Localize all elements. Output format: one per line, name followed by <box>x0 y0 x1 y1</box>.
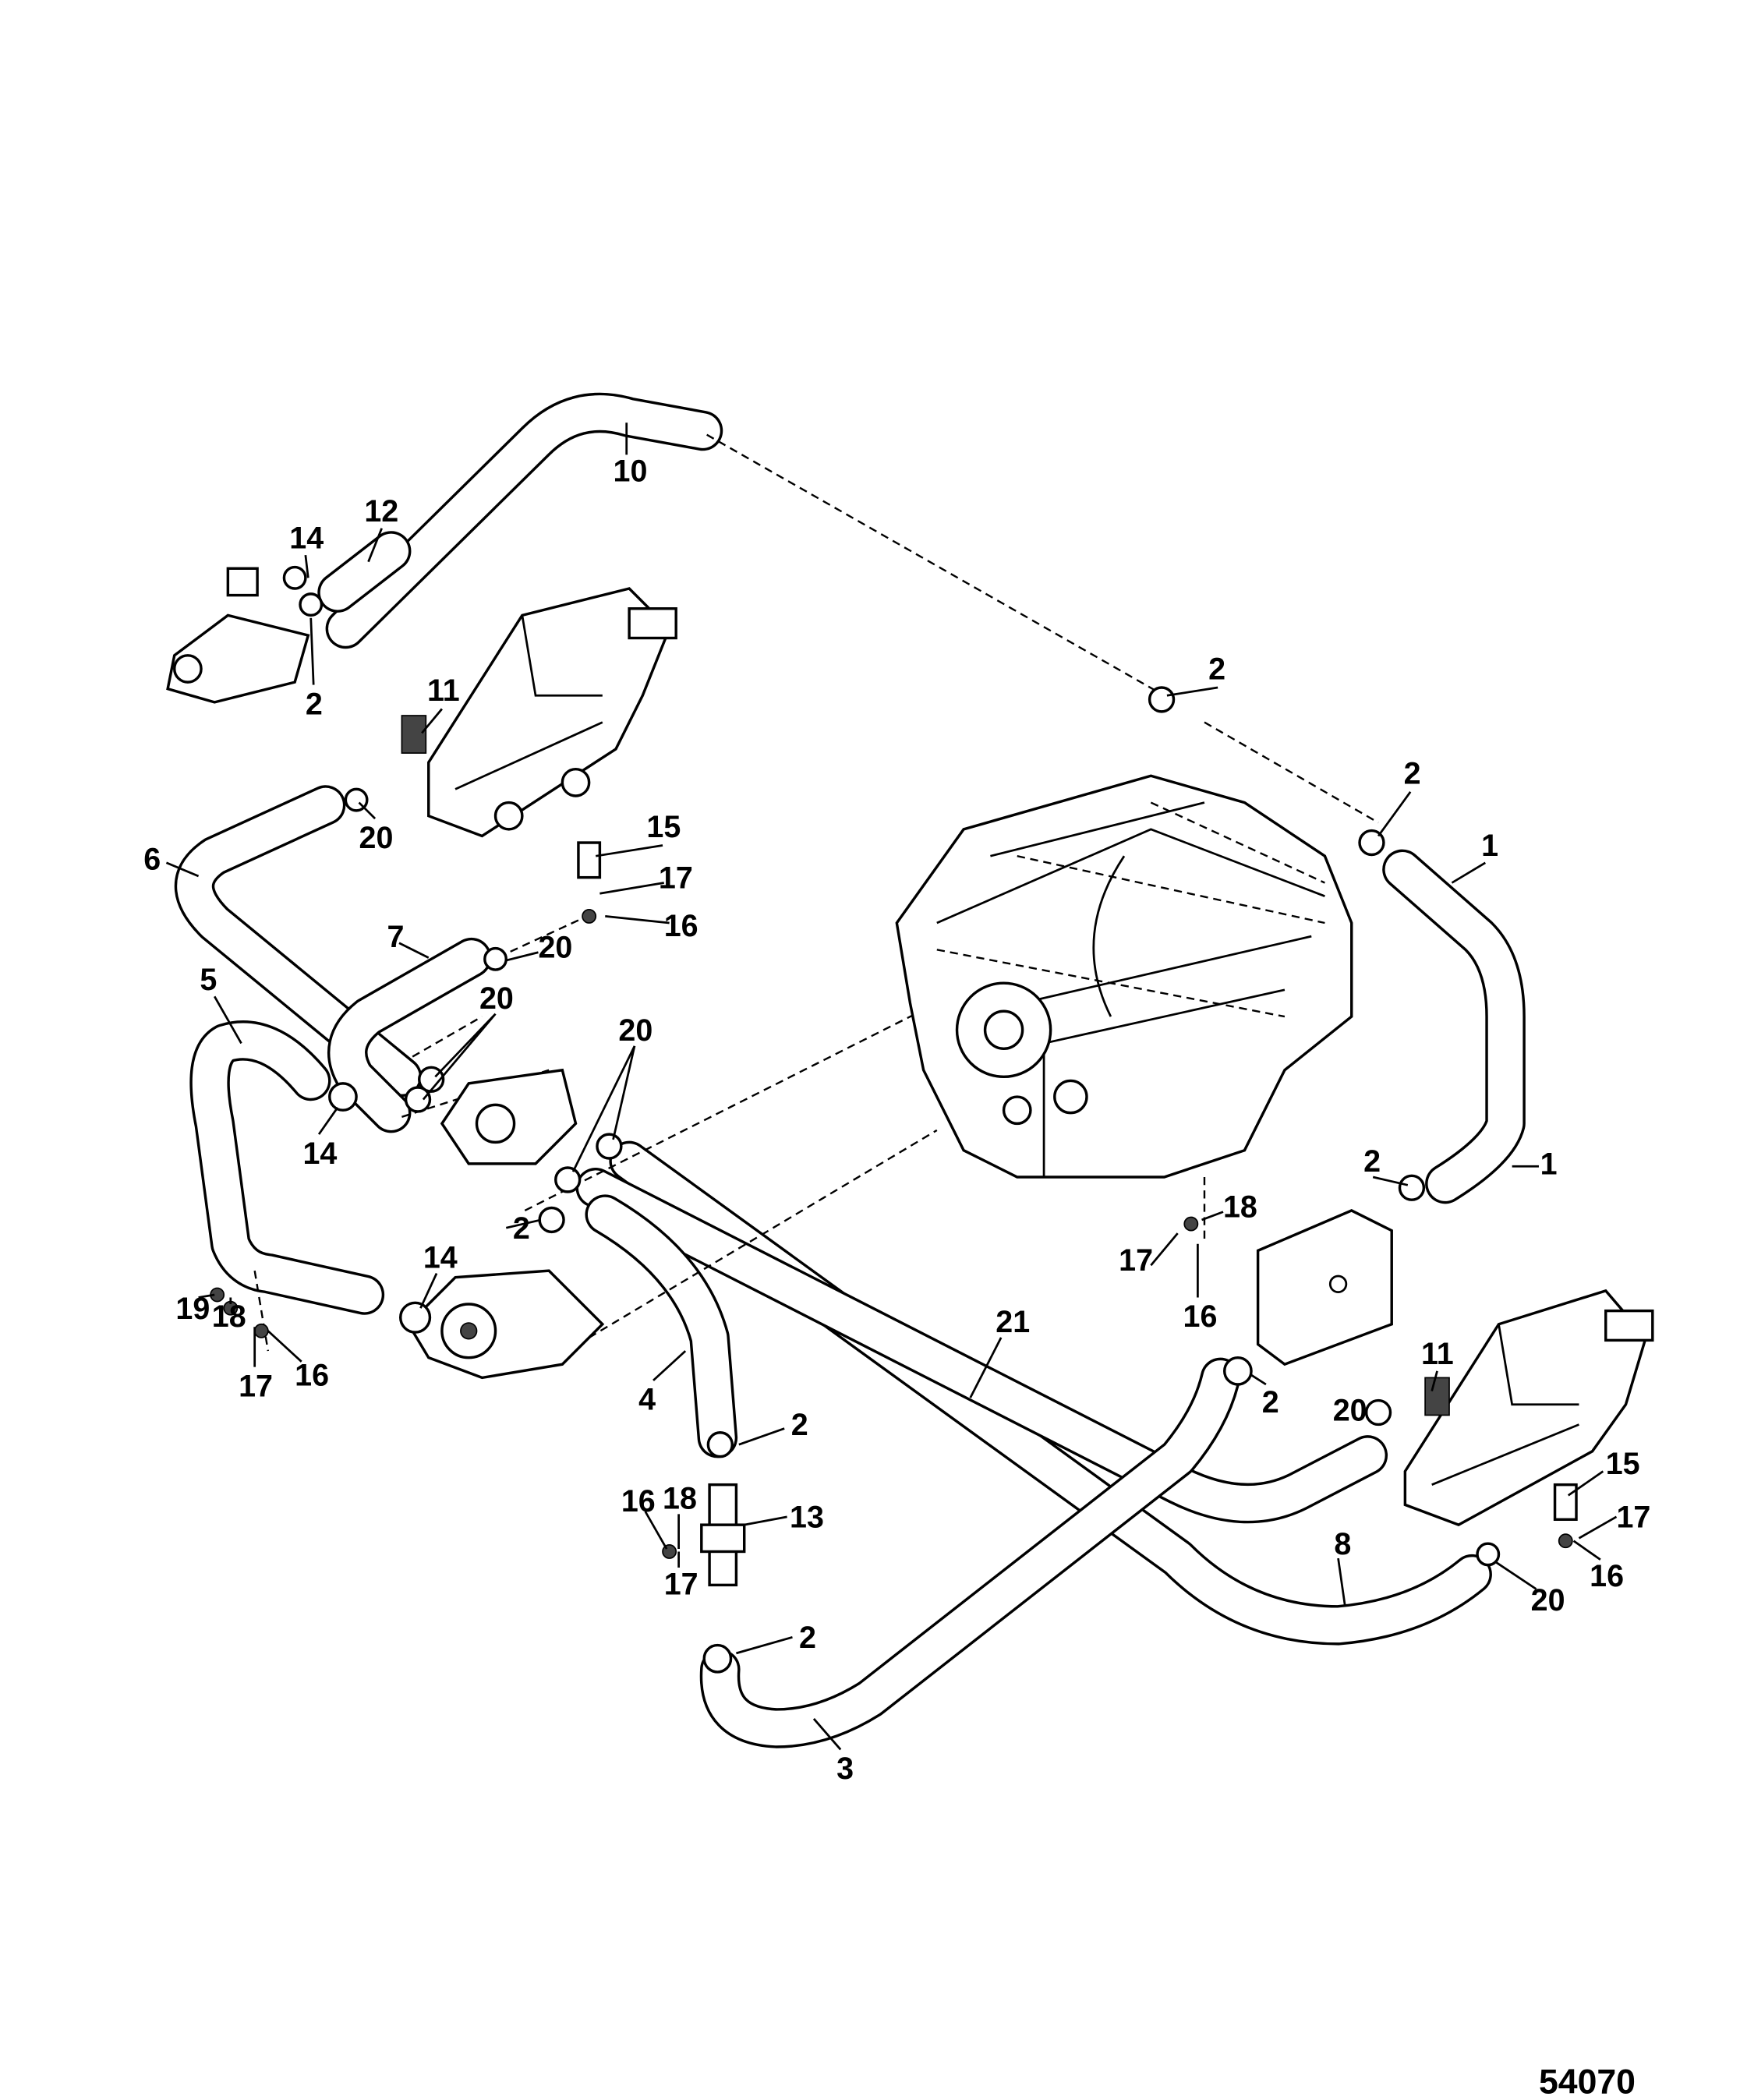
callout-11: 11 <box>1421 1337 1454 1371</box>
seawater-pump <box>166 567 310 704</box>
callout-18: 18 <box>212 1299 246 1334</box>
callout-2: 2 <box>1404 757 1421 791</box>
callout-15: 15 <box>646 810 681 844</box>
hose-clamps <box>210 565 1578 1674</box>
callout-2: 2 <box>1262 1385 1279 1419</box>
hose-3 <box>699 1357 1241 1748</box>
callout-12: 12 <box>364 494 398 529</box>
callout-3: 3 <box>836 1752 854 1786</box>
callout-5: 5 <box>200 963 217 997</box>
callout-6: 6 <box>143 842 161 876</box>
callout-18: 18 <box>1223 1190 1257 1224</box>
callout-10: 10 <box>614 454 648 489</box>
callout-2: 2 <box>513 1211 530 1246</box>
hose-4 <box>585 1194 738 1458</box>
callout-20: 20 <box>359 821 394 855</box>
callout-19: 19 <box>175 1292 210 1326</box>
callout-17: 17 <box>664 1567 698 1601</box>
callout-17: 17 <box>659 861 693 895</box>
callout-1: 1 <box>1540 1147 1558 1182</box>
water-pump <box>406 1269 605 1380</box>
exhaust-manifold-starboard <box>1403 1289 1654 1527</box>
callout-16: 16 <box>664 909 698 943</box>
hose-12 <box>317 531 412 613</box>
callout-2: 2 <box>799 1621 816 1655</box>
callout-16: 16 <box>1183 1299 1218 1334</box>
hose-5 <box>189 1020 385 1315</box>
callouts: 10 12 14 2 11 20 6 15 17 16 7 20 5 20 14… <box>143 454 1650 1786</box>
hose-7 <box>327 937 492 1133</box>
hose-10 <box>325 392 723 649</box>
callout-15: 15 <box>1606 1447 1640 1481</box>
callout-16: 16 <box>621 1484 656 1518</box>
callout-18: 18 <box>663 1482 697 1516</box>
hose-1 <box>1382 849 1526 1204</box>
thermostat-housing <box>440 1068 578 1165</box>
callout-2: 2 <box>1208 652 1225 687</box>
callout-14: 14 <box>289 521 324 556</box>
callout-17: 17 <box>239 1369 273 1403</box>
callout-20: 20 <box>618 1013 652 1048</box>
callout-4: 4 <box>638 1383 656 1417</box>
callout-2: 2 <box>306 687 323 721</box>
callout-7: 7 <box>387 920 405 954</box>
callout-21: 21 <box>996 1305 1030 1339</box>
callout-8: 8 <box>1334 1527 1351 1561</box>
callout-2: 2 <box>791 1408 808 1442</box>
hose-6 <box>174 785 423 1098</box>
callout-16: 16 <box>1590 1559 1624 1593</box>
figure-number: 54070 <box>1539 2063 1636 2100</box>
callout-13: 13 <box>790 1501 824 1535</box>
inline-fitting-13 <box>700 1483 746 1587</box>
hose-8 <box>609 1140 1492 1646</box>
heat-exchanger <box>1256 1209 1393 1366</box>
callout-11: 11 <box>427 673 460 708</box>
callout-20: 20 <box>1531 1583 1565 1617</box>
engine-block <box>895 774 1353 1179</box>
callout-20: 20 <box>479 981 514 1016</box>
callout-14: 14 <box>423 1241 458 1275</box>
callout-17: 17 <box>1616 1501 1650 1535</box>
callout-1: 1 <box>1481 829 1498 863</box>
callout-17: 17 <box>1119 1243 1153 1278</box>
callout-20: 20 <box>538 931 572 965</box>
callout-20: 20 <box>1333 1393 1367 1427</box>
hose-21 <box>575 1168 1388 1524</box>
exhaust-manifold-port <box>427 587 677 838</box>
callout-2: 2 <box>1363 1144 1381 1179</box>
callout-14: 14 <box>302 1137 337 1171</box>
callout-16: 16 <box>295 1359 329 1393</box>
